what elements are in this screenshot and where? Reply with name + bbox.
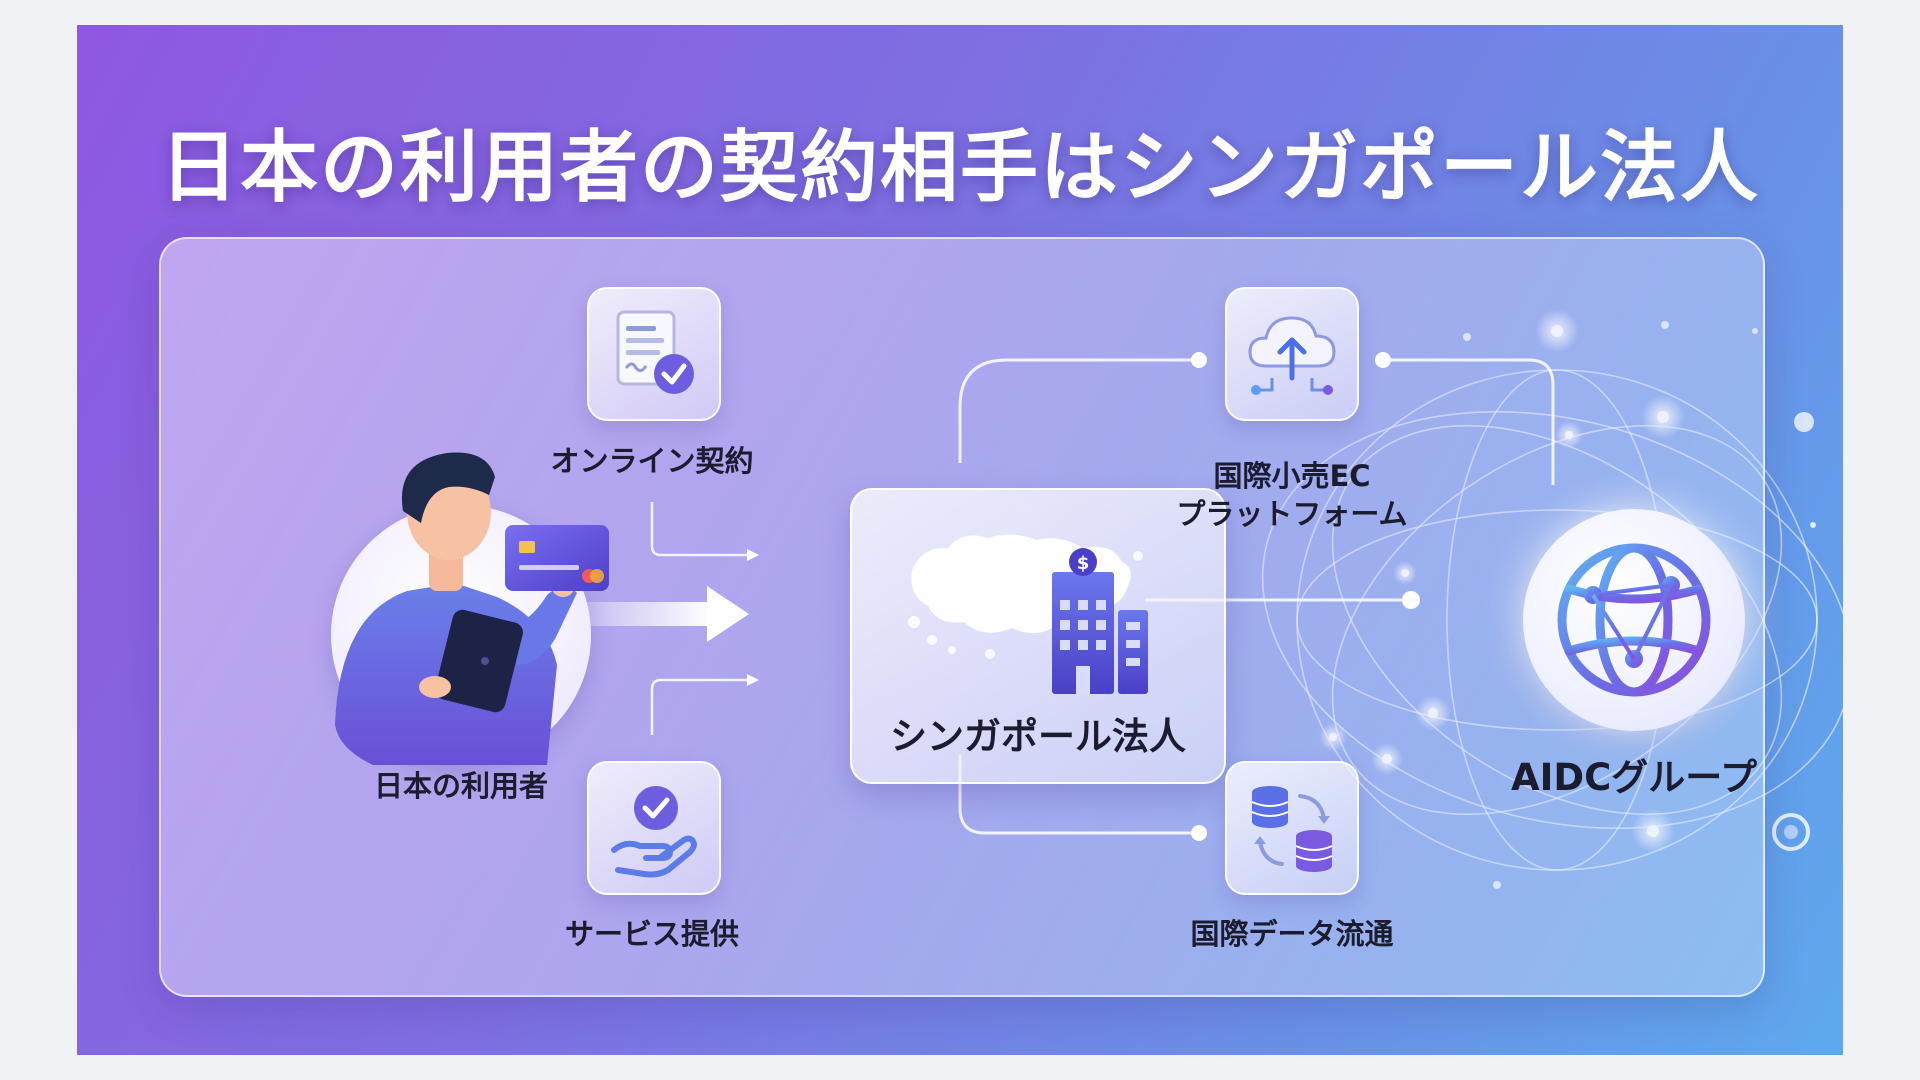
- tablet-icon: [435, 609, 523, 713]
- svg-text:$: $: [1077, 553, 1090, 574]
- user-label: 日本の利用者: [373, 769, 548, 803]
- cloud-upload-icon: [1248, 316, 1336, 395]
- singapore-entity-label: シンガポール法人: [890, 715, 1186, 758]
- slide: 日本の利用者の契約相手はシンガポール法人: [77, 25, 1843, 1055]
- data-flow-tile: [1225, 761, 1359, 895]
- ec-platform-tile: [1225, 287, 1359, 421]
- singapore-entity-card: $ シンガポール法人: [850, 488, 1226, 784]
- hand-check-icon: [611, 786, 697, 878]
- ec-platform-label-line2: プラットフォーム: [1176, 497, 1408, 531]
- singapore-map-building-icon: $: [908, 534, 1148, 694]
- page-title: 日本の利用者の契約相手はシンガポール法人: [159, 123, 1760, 213]
- data-flow-label: 国際データ流通: [1190, 917, 1394, 951]
- side-arrows: [650, 502, 747, 735]
- decor-dot: [1794, 412, 1814, 432]
- decor-ring: [1772, 813, 1810, 851]
- ec-platform-label-line1: 国際小売EC: [1213, 459, 1371, 493]
- service-label: サービス提供: [564, 917, 739, 951]
- person-tablet-card-icon: [335, 452, 609, 765]
- ec-platform-label: 国際小売EC プラットフォーム: [1172, 457, 1412, 533]
- aidc-group-label: AIDCグループ: [1510, 756, 1758, 799]
- database-sync-icon: [1251, 786, 1333, 872]
- service-tile: [587, 761, 721, 895]
- document-check-icon: [616, 310, 694, 394]
- aidc-globe-badge: [1523, 509, 1745, 731]
- online-contract-tile: [587, 287, 721, 421]
- online-contract-label: オンライン契約: [550, 444, 754, 478]
- credit-card-icon: [505, 525, 609, 591]
- globe-network-icon: [1557, 543, 1711, 697]
